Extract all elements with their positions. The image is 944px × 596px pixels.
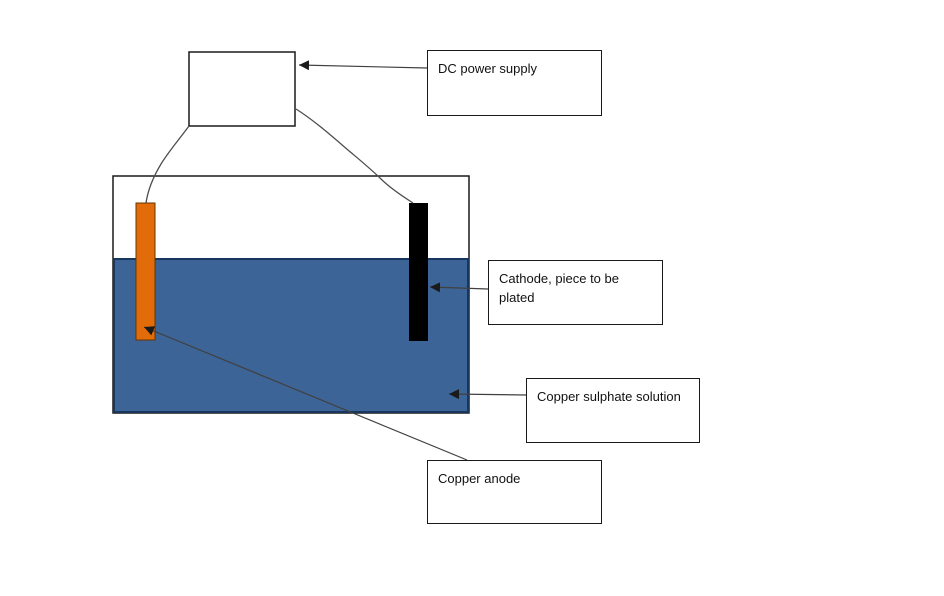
power-supply-box bbox=[188, 51, 296, 127]
arrow-power-supply bbox=[298, 60, 428, 71]
anode-electrode bbox=[135, 202, 156, 341]
label-anode-text: Copper anode bbox=[438, 471, 521, 486]
wire-to-anode bbox=[145, 125, 190, 204]
label-box-power-supply: DC power supply bbox=[427, 50, 602, 116]
tank bbox=[112, 175, 470, 414]
label-box-solution: Copper sulphate solution bbox=[526, 378, 700, 443]
arrow-solution bbox=[448, 389, 527, 400]
label-power-supply-text: DC power supply bbox=[438, 61, 537, 76]
label-box-cathode: Cathode, piece to be plated bbox=[488, 260, 663, 325]
label-box-anode: Copper anode bbox=[427, 460, 602, 524]
label-solution-text: Copper sulphate solution bbox=[537, 389, 681, 404]
arrow-cathode bbox=[429, 282, 489, 293]
wire-to-cathode bbox=[295, 108, 414, 204]
arrow-anode bbox=[143, 326, 468, 461]
label-cathode-text-line1: Cathode, piece to be bbox=[499, 271, 619, 286]
solution-liquid bbox=[113, 258, 469, 413]
cathode-electrode bbox=[409, 203, 428, 341]
label-cathode-text-line2: plated bbox=[499, 290, 535, 305]
